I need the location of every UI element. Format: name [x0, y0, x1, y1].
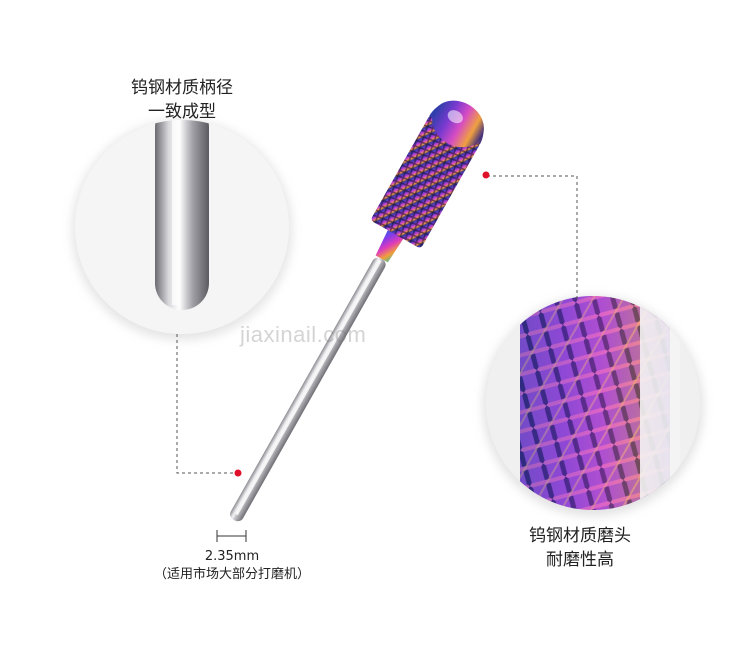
head-title: 钨钢材质磨头 耐磨性高	[510, 524, 650, 572]
shank-title-line2: 一致成型	[148, 102, 216, 122]
diameter-marker	[216, 530, 247, 542]
shank-title-line1: 钨钢材质柄径	[131, 78, 233, 98]
shank-title: 钨钢材质柄径 一致成型	[118, 76, 246, 124]
head-title-line1: 钨钢材质磨头	[529, 526, 631, 546]
nail-drill-bit	[230, 100, 484, 522]
diameter-value: 2.35mm	[204, 549, 260, 564]
callout-lines	[176, 175, 578, 474]
callout-dot-head	[482, 171, 490, 179]
head-magnifier	[483, 296, 703, 516]
head-title-line2: 耐磨性高	[546, 550, 614, 570]
shank-magnifier	[72, 120, 292, 340]
watermark-text: jiaxinail.com	[240, 322, 367, 347]
diameter-label: 2.35mm （适用市场大部分打磨机）	[132, 548, 332, 584]
diameter-note: （适用市场大部分打磨机）	[153, 567, 310, 582]
callout-dot-shank	[234, 469, 242, 477]
